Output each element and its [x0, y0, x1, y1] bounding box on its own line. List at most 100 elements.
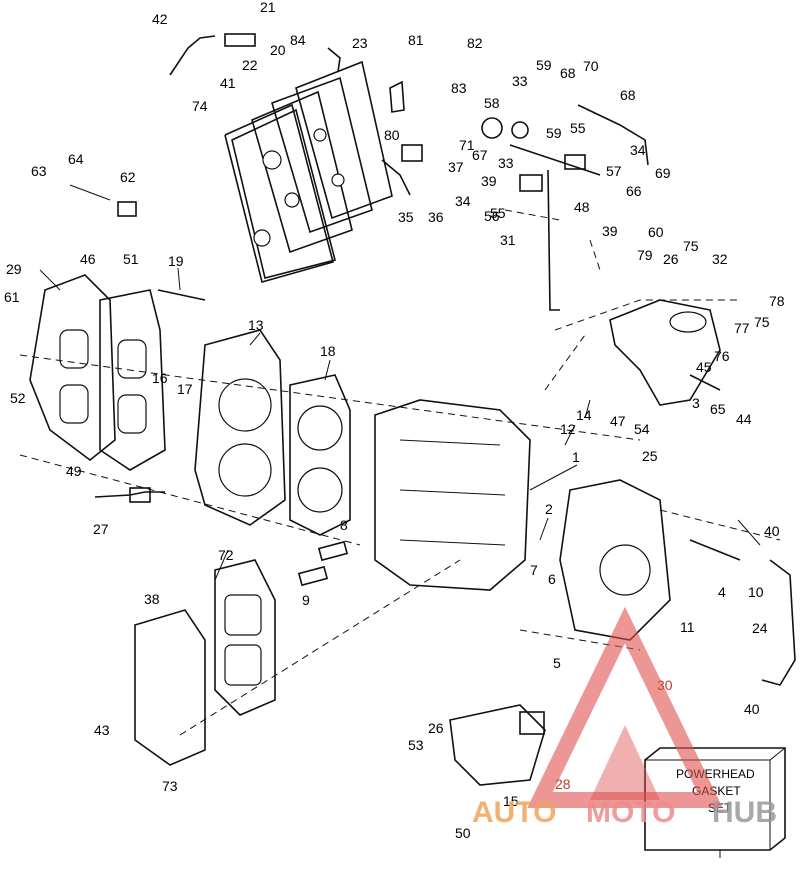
bracket-45 [609, 299, 721, 406]
callout-label: 81 [408, 32, 424, 48]
callout-label: 54 [634, 421, 650, 437]
callout-label: 43 [94, 722, 110, 738]
gasket-49 [99, 289, 166, 471]
callout-label: 35 [398, 209, 414, 225]
bolt-4 [689, 539, 741, 561]
callout-label: 75 [683, 238, 699, 254]
elbow-83 [327, 47, 341, 73]
callout-label: 40 [744, 701, 760, 717]
callout-label: 36 [428, 209, 444, 225]
callout-label: 21 [260, 0, 276, 15]
callout-label: 69 [655, 165, 671, 181]
head-gasket-18 [289, 374, 351, 536]
callout-label: 62 [120, 169, 136, 185]
leader-lines [39, 267, 761, 581]
callout-label: 61 [4, 289, 20, 305]
callout-label: 18 [320, 343, 336, 359]
callout-label: 64 [68, 151, 84, 167]
watermark-part2: MOTO [586, 796, 675, 829]
callout-label: 50 [455, 825, 471, 841]
callout-label: 53 [408, 737, 424, 753]
callout-label: 79 [637, 247, 653, 263]
callout-label: 59 [546, 125, 562, 141]
callout-label: 80 [384, 127, 400, 143]
callout-label: 37 [448, 159, 464, 175]
callout-label: 58 [484, 95, 500, 111]
callout-label: 33 [512, 73, 528, 89]
callout-label: 51 [123, 251, 139, 267]
cover-46 [29, 274, 116, 462]
callout-label: 46 [80, 251, 96, 267]
callout-label: 78 [769, 293, 785, 309]
bracket-79 [389, 80, 405, 113]
callout-label: 16 [152, 370, 168, 386]
callout-label: 75 [754, 314, 770, 330]
callout-label: 3 [692, 395, 700, 411]
callout-label: 4 [718, 584, 726, 600]
callout-label: 59 [536, 57, 552, 73]
callout-label: 11 [680, 619, 695, 635]
callout-label: 13 [248, 317, 264, 333]
callout-label: 34 [455, 193, 471, 209]
callout-label: 63 [31, 163, 47, 179]
callout-label: 72 [218, 547, 234, 563]
callout-label: 57 [606, 163, 622, 179]
callout-label: 28 [555, 776, 571, 792]
sender-61-63 [69, 184, 111, 201]
callout-label: 76 [714, 348, 730, 364]
hose-24 [761, 559, 796, 686]
cylinder-block [374, 399, 531, 591]
stud-3 [689, 374, 721, 391]
callout-labels: 1 2 3 4 5 6 7 8 9 10 11 12 13 14 15 16 1… [4, 0, 785, 841]
callout-label: 15 [503, 793, 519, 809]
callout-label: 74 [192, 98, 208, 114]
bolt-19 [157, 289, 206, 301]
throttle-shaft-31 [547, 169, 560, 311]
callout-label: 24 [752, 620, 768, 636]
callout-label: 55 [490, 205, 506, 221]
callout-label: 19 [168, 253, 184, 269]
callout-label: 39 [602, 223, 618, 239]
callout-label: 71 [459, 137, 475, 153]
callout-label: 70 [583, 58, 599, 74]
sensor-21 [224, 33, 256, 47]
callout-label: 32 [712, 251, 728, 267]
callout-label: 23 [352, 35, 368, 51]
callout-label: 25 [642, 448, 658, 464]
watermark-part1: AUTO [472, 796, 556, 829]
callout-label: 44 [736, 411, 752, 427]
callout-label: 52 [10, 390, 26, 406]
callout-label: 33 [498, 155, 514, 171]
callout-label: 83 [451, 80, 467, 96]
callout-label: 26 [663, 251, 679, 267]
callout-label: 82 [467, 35, 483, 51]
callout-label: 38 [144, 591, 160, 607]
hose-42 [169, 35, 216, 76]
callout-label: 49 [66, 463, 82, 479]
callout-label: 55 [570, 120, 586, 136]
rod-67 [577, 104, 649, 166]
watermark-part3: HUB [712, 796, 777, 829]
callout-label: 42 [152, 11, 168, 27]
bracket-28 [449, 704, 546, 786]
exhaust-cover-stack [224, 60, 393, 283]
callout-label: 77 [734, 320, 750, 336]
callout-label: 22 [242, 57, 258, 73]
callout-label: 5 [553, 655, 561, 671]
callout-label: 6 [548, 571, 556, 587]
callout-label: 84 [290, 32, 306, 48]
callout-label: 34 [630, 142, 646, 158]
callout-label: 14 [576, 407, 592, 423]
callout-label: 73 [162, 778, 178, 794]
callout-label: 39 [481, 173, 497, 189]
callout-label: 9 [302, 592, 310, 608]
callout-label: 60 [648, 224, 664, 240]
callout-label: 2 [545, 501, 553, 517]
callout-label: 40 [764, 523, 780, 539]
callout-label: 45 [696, 359, 712, 375]
intake-cover-38 [134, 609, 206, 766]
callout-label: 8 [340, 517, 348, 533]
callout-label: 68 [620, 87, 636, 103]
callout-label: 12 [560, 421, 576, 437]
callout-label: 66 [626, 183, 642, 199]
